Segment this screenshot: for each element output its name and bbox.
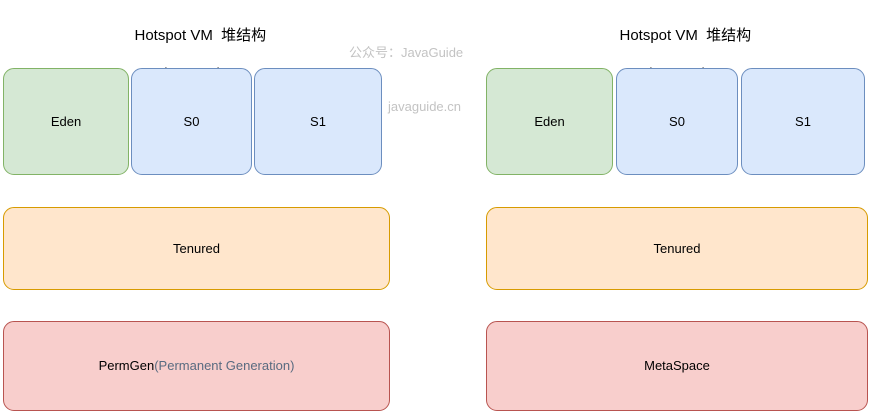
jdk18-survivor1-box: S1 <box>741 68 865 175</box>
jdk17-permgen-label-main: PermGen <box>98 358 155 373</box>
jdk18-metaspace-box: MetaSpace <box>486 321 868 411</box>
jdk17-permgen-label-sub: (Permanent Generation) <box>154 358 295 373</box>
diagram-title-jdk18-line1: Hotspot VM 堆结构 <box>619 27 752 44</box>
jdk17-tenured-box: Tenured <box>3 207 390 290</box>
jdk17-eden-box: Eden <box>3 68 129 175</box>
jdk17-survivor1-box: S1 <box>254 68 382 175</box>
jdk17-survivor0-box: S0 <box>131 68 252 175</box>
diagram-title-jdk17-line1: Hotspot VM 堆结构 <box>134 27 267 44</box>
watermark-line-official-account: 公众号：JavaGuide <box>349 45 464 60</box>
jdk18-eden-box: Eden <box>486 68 613 175</box>
jdk17-permgen-box: PermGen(Permanent Generation) <box>3 321 390 411</box>
jdk18-survivor0-box: S0 <box>616 68 738 175</box>
jdk18-tenured-box: Tenured <box>486 207 868 290</box>
